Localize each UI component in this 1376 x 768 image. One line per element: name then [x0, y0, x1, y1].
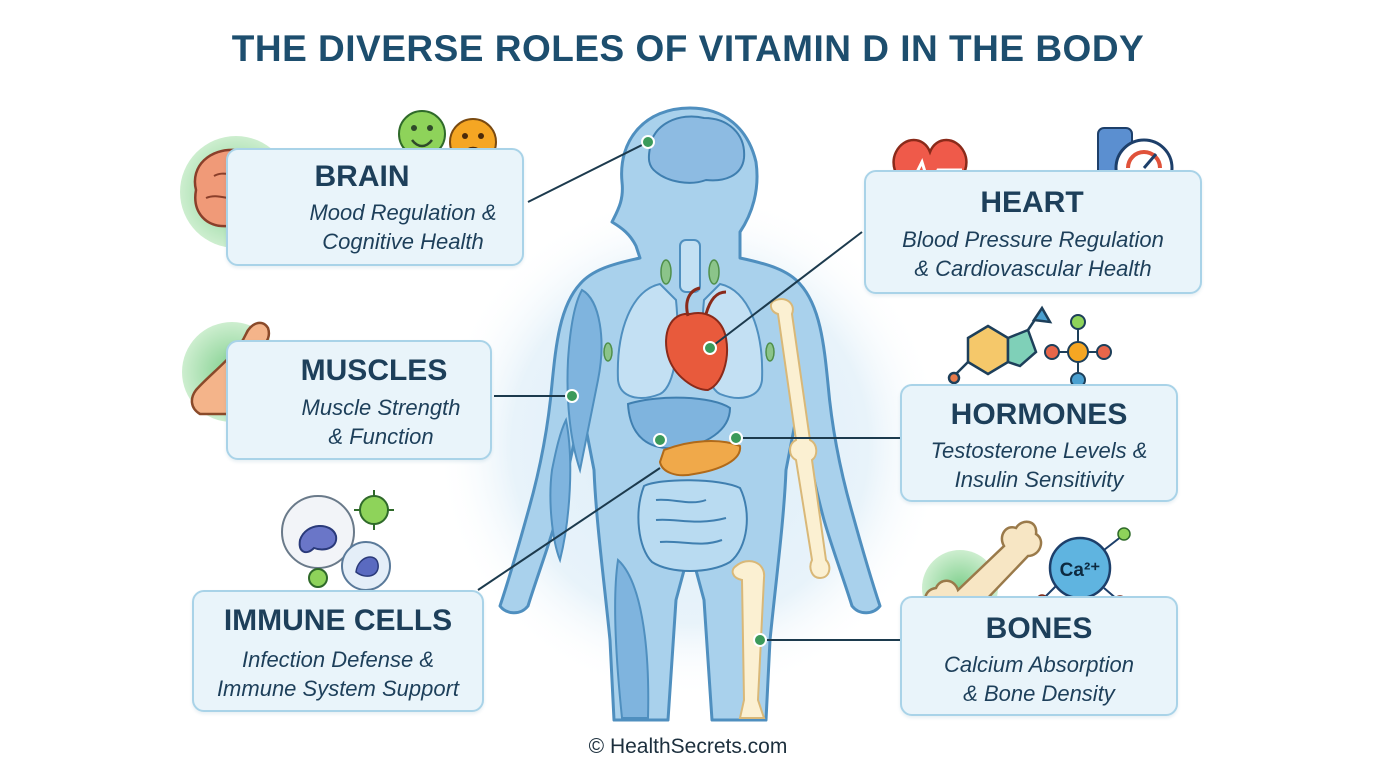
hormone-network-icon: [1044, 314, 1112, 388]
glands: [603, 259, 775, 362]
virus-icon: [308, 490, 394, 588]
connector-immune: [477, 467, 661, 591]
pancreas: [658, 440, 742, 477]
card-brain-desc-line2: Cognitive Health: [322, 229, 484, 254]
card-immune-cells-desc-line2: Immune System Support: [216, 676, 460, 701]
connector-lines: [477, 141, 900, 641]
card-hormones: [900, 384, 1178, 502]
card-bones-desc-line1: Calcium Absorption: [944, 652, 1134, 677]
leg-muscles: [614, 557, 650, 719]
card-hormones-title: HORMONES: [950, 398, 1128, 431]
connector-brain: [527, 141, 649, 203]
card-muscles-title: MUSCLES: [300, 354, 448, 387]
brain-organ: [647, 115, 746, 184]
page-title: THE DIVERSE ROLES OF VITAMIN D IN THE BO…: [231, 28, 1145, 69]
calcium-ion-icon: Ca²⁺: [1036, 527, 1131, 609]
card-heart-desc-line1: Blood Pressure Regulation: [902, 227, 1164, 252]
card-immune-cells-desc-line1: Infection Defense &: [241, 647, 434, 672]
card-muscles-desc-line2: & Function: [328, 424, 434, 449]
heart-organ: [665, 286, 728, 392]
leg-bone: [731, 560, 766, 719]
card-heart-desc-line2: & Cardiovascular Health: [914, 256, 1152, 281]
card-hormones-desc-line2: Insulin Sensitivity: [954, 467, 1124, 492]
card-brain: [226, 148, 524, 266]
card-muscles-desc-line1: Muscle Strength: [301, 395, 461, 420]
card-immune-cells-title: IMMUNE CELLS: [223, 604, 453, 637]
card-immune-cells: [192, 590, 484, 712]
card-brain-title: BRAIN: [314, 160, 410, 193]
calcium-ion-label: Ca²⁺: [1060, 560, 1101, 581]
card-heart-title: HEART: [980, 186, 1084, 219]
card-bones-desc-line2: & Bone Density: [963, 681, 1115, 706]
copyright-footer: © HealthSecrets.com: [588, 735, 788, 758]
card-hormones-desc-line1: Testosterone Levels &: [930, 438, 1148, 463]
connector-heart: [709, 231, 863, 349]
molecule-structure-icon: [947, 305, 1053, 385]
card-bones-title: BONES: [985, 612, 1093, 645]
card-heart: [864, 170, 1202, 294]
immune-cells-icon: [281, 495, 391, 591]
arm-muscles: [549, 288, 603, 564]
liver: [626, 396, 732, 450]
connector-dots: [565, 135, 767, 647]
lungs: [616, 282, 764, 399]
intestines: [637, 479, 748, 572]
card-bones: [900, 596, 1178, 716]
card-muscles: [226, 340, 492, 460]
happy-face-icon: [398, 110, 446, 158]
card-brain-desc-line1: Mood Regulation &: [309, 200, 497, 225]
trachea: [679, 239, 701, 293]
